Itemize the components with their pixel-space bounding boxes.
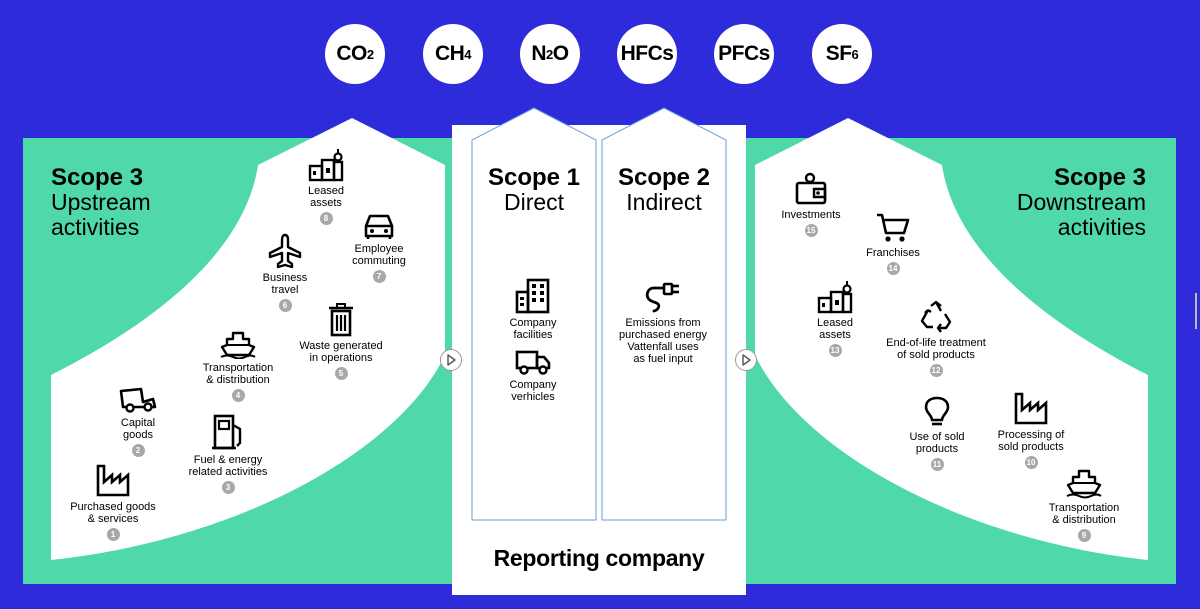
buildings-icon — [817, 281, 853, 314]
downstream-item-franchises: Franchises 14 — [828, 212, 958, 275]
downstream-title: Scope 3 Downstream activities — [1016, 164, 1146, 240]
scope2-column — [601, 107, 727, 521]
play-icon — [742, 354, 751, 366]
scroll-indicator — [1195, 293, 1197, 329]
play-arrow-right[interactable] — [735, 349, 757, 371]
downstream-shape — [755, 118, 1148, 560]
downstream-item-transportation: Transportation& distribution 9 — [1019, 469, 1149, 542]
recycle-icon — [920, 300, 952, 333]
factory-icon — [96, 464, 130, 497]
lightbulb-icon — [924, 396, 950, 426]
ship-icon — [220, 331, 256, 359]
gas-pfcs: PFCs — [714, 24, 774, 84]
gas-hfcs: HFCs — [617, 24, 677, 84]
upstream-item-purchased-goods: Purchased goods& services 1 — [48, 462, 178, 541]
play-icon — [447, 354, 456, 366]
reporting-company-label: Reporting company — [493, 545, 705, 571]
scope2-title: Scope 2 Indirect — [617, 164, 711, 215]
scope1-title: Scope 1 Direct — [487, 164, 581, 215]
scope1-column — [471, 107, 597, 521]
truck-icon — [515, 350, 551, 375]
cart-icon — [877, 213, 910, 242]
play-arrow-left[interactable] — [440, 349, 462, 371]
upstream-title: Scope 3 Upstream activities — [51, 164, 151, 240]
truck-icon — [119, 387, 157, 413]
trash-icon — [329, 303, 353, 337]
buildings-icon — [308, 149, 344, 182]
building-icon — [515, 278, 550, 314]
downstream-item-investments: Investments 15 — [746, 172, 876, 237]
upstream-item-transportation: Transportation& distribution 4 — [173, 331, 303, 402]
ship-icon — [1066, 469, 1102, 499]
car-icon — [364, 214, 394, 239]
plug-icon — [645, 282, 679, 313]
factory-icon — [1014, 392, 1048, 425]
fuel-pump-icon — [212, 414, 242, 450]
wallet-icon — [795, 172, 827, 205]
airplane-icon — [268, 233, 302, 269]
